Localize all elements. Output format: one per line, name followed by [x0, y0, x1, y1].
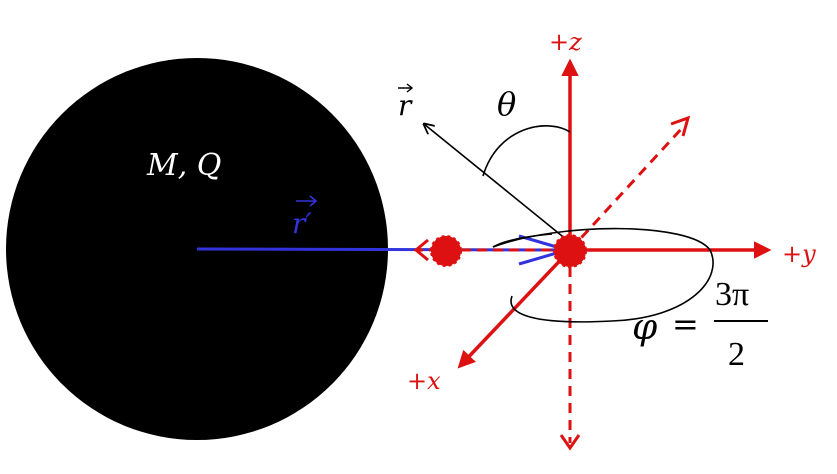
- r-label: r: [398, 89, 413, 122]
- theta-arc: [482, 125, 571, 177]
- x-axis-negative: [568, 124, 686, 252]
- phi-symbol: φ: [632, 307, 658, 348]
- projection-arrowhead: [413, 238, 429, 262]
- r-vector-line: [424, 124, 568, 241]
- rprime-vector-line: [196, 247, 568, 252]
- phi-numerator: 3π: [715, 276, 749, 313]
- x-negative-arrowhead: [670, 115, 691, 137]
- z-axis-label: +z: [549, 28, 582, 56]
- z-negative-arrowhead: [559, 434, 581, 451]
- phi-denominator: 2: [728, 336, 745, 373]
- theta-label: θ: [497, 85, 516, 123]
- phi-ellipse-back: [492, 233, 553, 248]
- phi-equals: =: [672, 305, 699, 343]
- x-axis-positive: [457, 248, 572, 369]
- r-over-arrow: [398, 83, 414, 93]
- source-point: [430, 235, 462, 267]
- y-axis-label: +y: [782, 240, 816, 268]
- rprime-label: r′: [292, 207, 312, 240]
- phi-ellipse: [492, 227, 714, 323]
- origin-point: [553, 234, 587, 268]
- x-axis-label: +x: [407, 367, 441, 395]
- rprime-over-arrow: [296, 195, 318, 207]
- mass-charge-label: M, Q: [146, 148, 221, 183]
